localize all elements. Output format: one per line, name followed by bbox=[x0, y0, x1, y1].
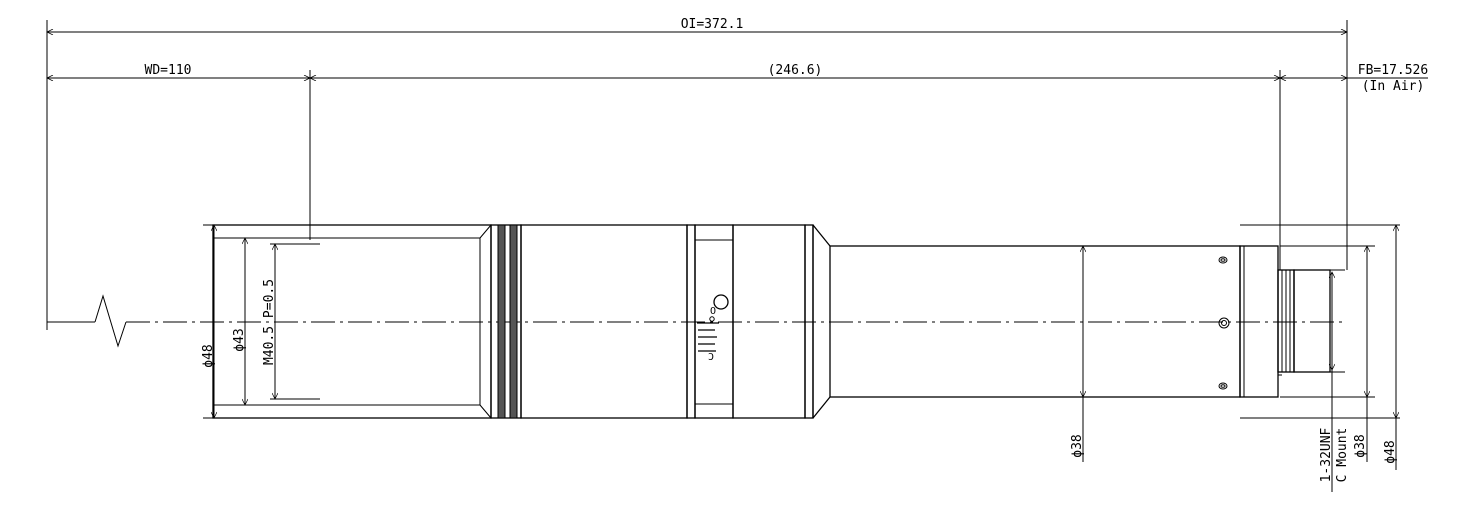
front-outer-diameter-label: ϕ48 bbox=[201, 344, 216, 367]
aperture-scale: O C bbox=[697, 294, 729, 361]
mount-thread-label: 1-32UNF bbox=[1319, 427, 1334, 482]
flange-back-dimension: FB=17.526 (In Air) bbox=[1280, 63, 1428, 94]
rear-diameter-dimensions: ϕ38 1-32UNF C Mount ϕ38 ϕ48 bbox=[1070, 225, 1400, 492]
mount-diameter-label: ϕ38 bbox=[1353, 434, 1368, 457]
flange-back-label: FB=17.526 bbox=[1358, 63, 1428, 78]
rear-outer-diameter-label: ϕ48 bbox=[1383, 440, 1398, 463]
rear-barrel-diameter-label: ϕ38 bbox=[1070, 434, 1085, 457]
working-distance-label: WD=110 bbox=[145, 63, 192, 78]
mount-type-label: C Mount bbox=[1335, 428, 1350, 483]
aperture-close-mark: C bbox=[708, 350, 714, 361]
front-diameter-dimensions: ϕ48 ϕ43 M40.5 P=0.5 bbox=[201, 225, 320, 418]
optical-axis bbox=[47, 294, 1345, 348]
lens-length-dimension: (246.6) bbox=[310, 63, 1280, 78]
filter-thread-label: M40.5 P=0.5 bbox=[262, 279, 277, 365]
overall-length-label: OI=372.1 bbox=[681, 17, 744, 32]
flange-back-note: (In Air) bbox=[1362, 79, 1425, 94]
front-inner-diameter-label: ϕ43 bbox=[232, 328, 247, 351]
working-distance-dimension: WD=110 bbox=[47, 63, 310, 78]
knurled-ring-2 bbox=[509, 224, 518, 419]
overall-dimension: OI=372.1 bbox=[47, 17, 1347, 32]
lens-length-label: (246.6) bbox=[768, 63, 823, 78]
aperture-open-mark: O bbox=[710, 306, 716, 317]
knurled-ring-1 bbox=[497, 224, 506, 419]
extension-lines bbox=[46, 20, 1348, 330]
